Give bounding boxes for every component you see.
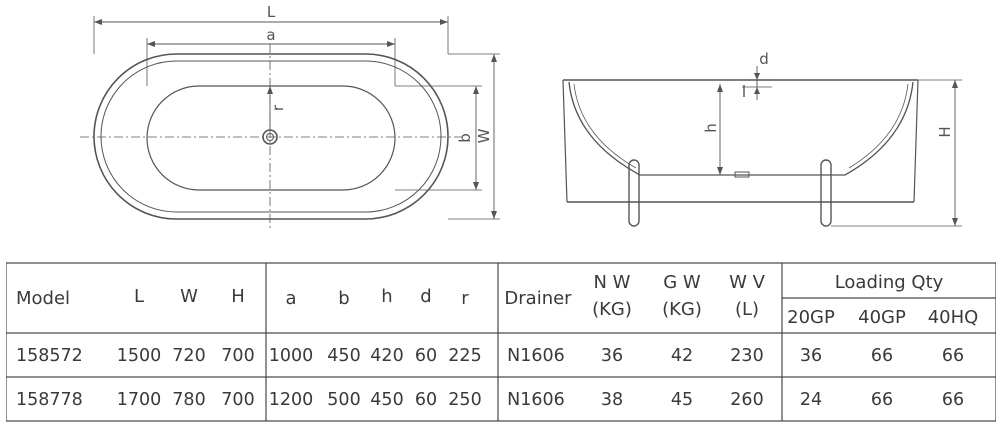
cell-gw: 42 xyxy=(671,346,693,366)
left-leg xyxy=(628,159,640,227)
cell-drainer: N1606 xyxy=(507,346,565,366)
header-drainer: Drainer xyxy=(504,288,572,309)
dim-label-W: W xyxy=(475,128,493,143)
spec-table: Model L W H a b h d r Drainer N W (KG) G… xyxy=(6,262,996,422)
header-r: r xyxy=(461,288,469,309)
cell-d: 60 xyxy=(415,390,437,410)
cell-d: 60 xyxy=(415,346,437,366)
header-gw-line2: (KG) xyxy=(662,299,702,320)
header-nw-line2: (KG) xyxy=(592,299,632,320)
table-header: Model L W H a b h d r Drainer N W (KG) G… xyxy=(16,272,978,328)
technical-drawings: L a r b W d h H xyxy=(80,3,962,230)
cell-drainer: N1606 xyxy=(507,390,565,410)
header-gw-line1: G W xyxy=(663,272,701,293)
header-h: h xyxy=(381,286,392,307)
dim-label-h: h xyxy=(702,123,720,133)
cell-40gp: 66 xyxy=(871,390,893,410)
cell-model: 158778 xyxy=(16,390,83,410)
header-W: W xyxy=(180,286,198,307)
cell-nw: 36 xyxy=(601,346,623,366)
cell-gw: 45 xyxy=(671,390,693,410)
cell-model: 158572 xyxy=(16,346,83,366)
cell-W: 720 xyxy=(172,346,205,366)
header-H: H xyxy=(231,286,245,307)
cell-wv: 260 xyxy=(730,390,763,410)
side-view-drawing xyxy=(562,66,962,227)
header-model: Model xyxy=(16,288,70,309)
cell-wv: 230 xyxy=(730,346,763,366)
cell-a: 1200 xyxy=(269,390,314,410)
cell-h: 420 xyxy=(370,346,403,366)
header-L: L xyxy=(134,286,144,307)
dim-label-r: r xyxy=(269,104,287,111)
cell-H: 700 xyxy=(221,346,254,366)
header-40hq: 40HQ xyxy=(928,307,979,328)
cell-40hq: 66 xyxy=(942,346,964,366)
tub-outer-outline xyxy=(93,53,449,220)
cell-40gp: 66 xyxy=(871,346,893,366)
table-row: 158572 1500 720 700 1000 450 420 60 225 … xyxy=(16,346,964,366)
cell-b: 500 xyxy=(327,390,360,410)
header-d: d xyxy=(420,286,431,307)
cell-H: 700 xyxy=(221,390,254,410)
header-a: a xyxy=(285,288,296,309)
cell-L: 1500 xyxy=(117,346,162,366)
table-grid xyxy=(6,262,996,422)
cell-r: 225 xyxy=(448,346,481,366)
top-view-drawing xyxy=(80,16,500,230)
cell-L: 1700 xyxy=(117,390,162,410)
table-row: 158778 1700 780 700 1200 500 450 60 250 … xyxy=(16,390,964,410)
cell-a: 1000 xyxy=(269,346,314,366)
dim-label-L: L xyxy=(267,3,276,21)
header-40gp: 40GP xyxy=(858,307,906,328)
cell-nw: 38 xyxy=(601,390,623,410)
dim-label-d: d xyxy=(759,50,769,68)
dim-label-a: a xyxy=(266,26,275,44)
header-wv-line2: (L) xyxy=(735,299,759,320)
tub-rim-outline xyxy=(100,60,442,213)
header-20gp: 20GP xyxy=(787,307,835,328)
cell-r: 250 xyxy=(448,390,481,410)
dim-label-b: b xyxy=(456,133,474,143)
header-nw-line1: N W xyxy=(594,272,631,293)
cell-20gp: 24 xyxy=(800,390,822,410)
cell-h: 450 xyxy=(370,390,403,410)
dim-label-H: H xyxy=(936,126,954,137)
header-b: b xyxy=(338,288,349,309)
header-wv-line1: W V xyxy=(729,272,766,293)
cell-W: 780 xyxy=(172,390,205,410)
cell-b: 450 xyxy=(327,346,360,366)
right-leg xyxy=(820,159,832,227)
header-loading-qty: Loading Qty xyxy=(835,272,944,293)
cell-20gp: 36 xyxy=(800,346,822,366)
cell-40hq: 66 xyxy=(942,390,964,410)
tub-basin-outline xyxy=(146,85,396,191)
